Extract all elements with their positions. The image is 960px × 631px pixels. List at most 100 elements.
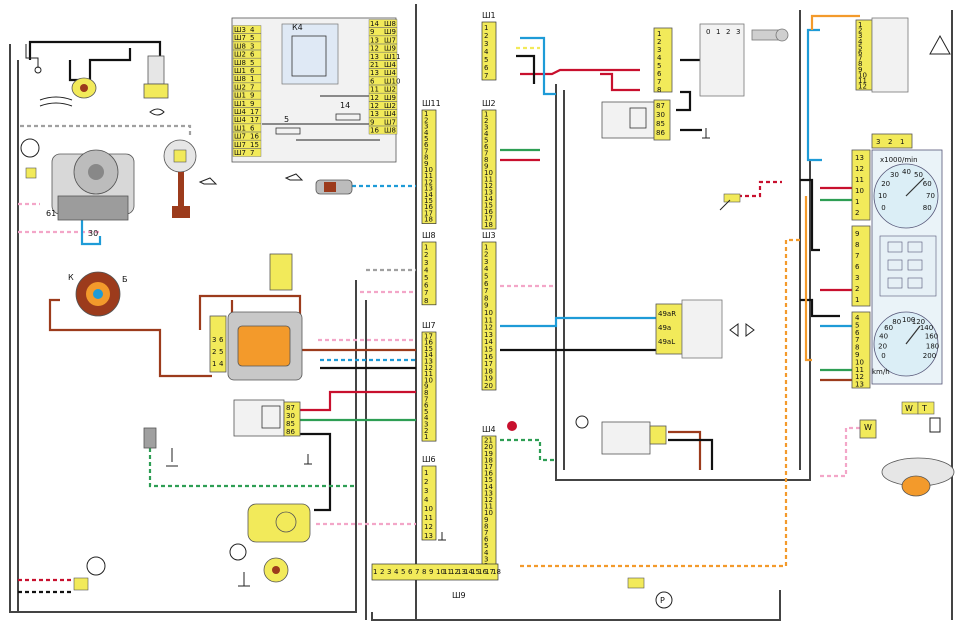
mount-pin-a: Ш7 <box>234 141 246 149</box>
connector-pin: 1 <box>424 469 428 477</box>
mount-pin-a: 13 <box>370 36 379 44</box>
sun-icon <box>575 415 589 429</box>
connector-pin: 3 <box>424 421 428 429</box>
connector-pin: 5 <box>484 56 488 64</box>
speedo-tick: 140 <box>920 324 933 332</box>
connector-label: Ш11 <box>422 99 441 108</box>
connector-pin: 16 <box>484 353 493 361</box>
connector-pin: 1 <box>424 433 428 441</box>
connector-pin: 15 <box>484 346 493 354</box>
connector-pin: 5 <box>484 273 488 281</box>
connector-pin: 3 <box>424 259 428 267</box>
hazard-pin: 10 <box>858 71 867 79</box>
connector-pin: 17 <box>424 209 433 217</box>
wiper-motor-connector <box>71 77 97 99</box>
connector-pin: 7 <box>415 568 419 576</box>
connector-pin: 13 <box>424 532 433 540</box>
tacho-tick: 60 <box>923 180 932 188</box>
cluster-pin: 7 <box>855 252 859 260</box>
connector-pin: 4 <box>424 414 429 422</box>
fan-relay: 87 30 85 86 <box>233 399 301 437</box>
ignition-pin: 4 <box>657 54 662 62</box>
cluster-pin: 3 <box>855 274 859 282</box>
mount-pin-b: 6 <box>250 124 255 132</box>
mount-pin-b: 17 <box>250 108 259 116</box>
fuel-wt-w: W <box>905 404 913 413</box>
connector-pin: 7 <box>424 395 428 403</box>
ecu-pin-3: 3 <box>212 336 216 344</box>
parking-brake-switch: P <box>627 577 673 609</box>
mount-pin-b: 4 <box>250 26 255 34</box>
mount-pin-a: Ш1 <box>234 124 246 132</box>
connector-pin: 6 <box>424 282 429 290</box>
connector-pin: 4 <box>484 130 489 138</box>
connector-pin: 3 <box>387 568 391 576</box>
mount-pin-b: Ш7 <box>384 36 396 44</box>
connector-pin: 17 <box>484 360 493 368</box>
cluster-pin: 7 <box>855 336 859 344</box>
mount-pin-b: 9 <box>250 92 254 100</box>
mount-pin-a: Ш7 <box>234 34 246 42</box>
connector-pin: 12 <box>424 178 433 186</box>
connector-pin: 11 <box>484 316 493 324</box>
connector-pin: 2 <box>484 32 488 40</box>
coil-terminal-b: Б <box>122 275 128 284</box>
connector-label: Ш6 <box>422 455 436 464</box>
ignition-position: 1 <box>716 28 720 36</box>
connector-pin: 15 <box>424 345 433 353</box>
connector-pin: 13 <box>424 185 433 193</box>
connector-pin: 9 <box>424 160 428 168</box>
fan-relay-pin-86: 86 <box>286 428 295 436</box>
mount-pin-a: 21 <box>370 61 379 69</box>
mount-pin-a: 13 <box>370 110 379 118</box>
connector-label: Ш2 <box>482 99 496 108</box>
cluster-pin: 6 <box>855 329 860 337</box>
mount-pin-b: 15 <box>250 141 259 149</box>
connector-pin: 17 <box>424 332 433 340</box>
connector-pin: 10 <box>484 509 493 517</box>
connector-pin: 9 <box>484 163 488 171</box>
connector-pin: 10 <box>484 169 493 177</box>
ecu-pin-1: 1 <box>212 360 216 368</box>
connector-pin: 3 <box>424 487 428 495</box>
connector-pin: 8 <box>422 568 426 576</box>
connector-pin: 16 <box>484 470 493 478</box>
connector-pin: 15 <box>484 202 493 210</box>
cluster-pin: 10 <box>855 187 864 195</box>
connector-pin: 4 <box>424 266 429 274</box>
mount-pin-b: Ш9 <box>384 28 396 36</box>
mount-pin-a: 14 <box>370 20 379 28</box>
connector-pin: 10 <box>424 505 433 513</box>
mount-pin-b: Ш9 <box>384 94 396 102</box>
cluster-pin: 9 <box>855 230 859 238</box>
hazard-triangle-icon <box>929 34 951 55</box>
mount-pin-a: 16 <box>370 127 379 135</box>
connector-pin: 18 <box>484 221 493 229</box>
cluster-pin: 8 <box>855 344 859 352</box>
connector-pin: 3 <box>484 258 488 266</box>
oil-pressure-sensor <box>163 139 197 218</box>
mount-pin-a: 6 <box>370 77 375 85</box>
connector-pin: 18 <box>484 456 493 464</box>
cluster-pin: 13 <box>855 381 864 389</box>
hazard-pin: 9 <box>858 66 862 74</box>
connector-pin: 6 <box>484 64 489 72</box>
connector-pin: 12 <box>484 182 493 190</box>
connector-label: Ш1 <box>482 11 496 20</box>
connector-pin: 2 <box>484 117 488 125</box>
ignition-position: 2 <box>726 28 730 36</box>
connector-pin: 15 <box>424 197 433 205</box>
mount-pin-b: 7 <box>250 83 254 91</box>
mount-pin-b: 17 <box>250 116 259 124</box>
connector-pin: 3 <box>484 40 488 48</box>
thermometer-icon <box>166 448 178 467</box>
